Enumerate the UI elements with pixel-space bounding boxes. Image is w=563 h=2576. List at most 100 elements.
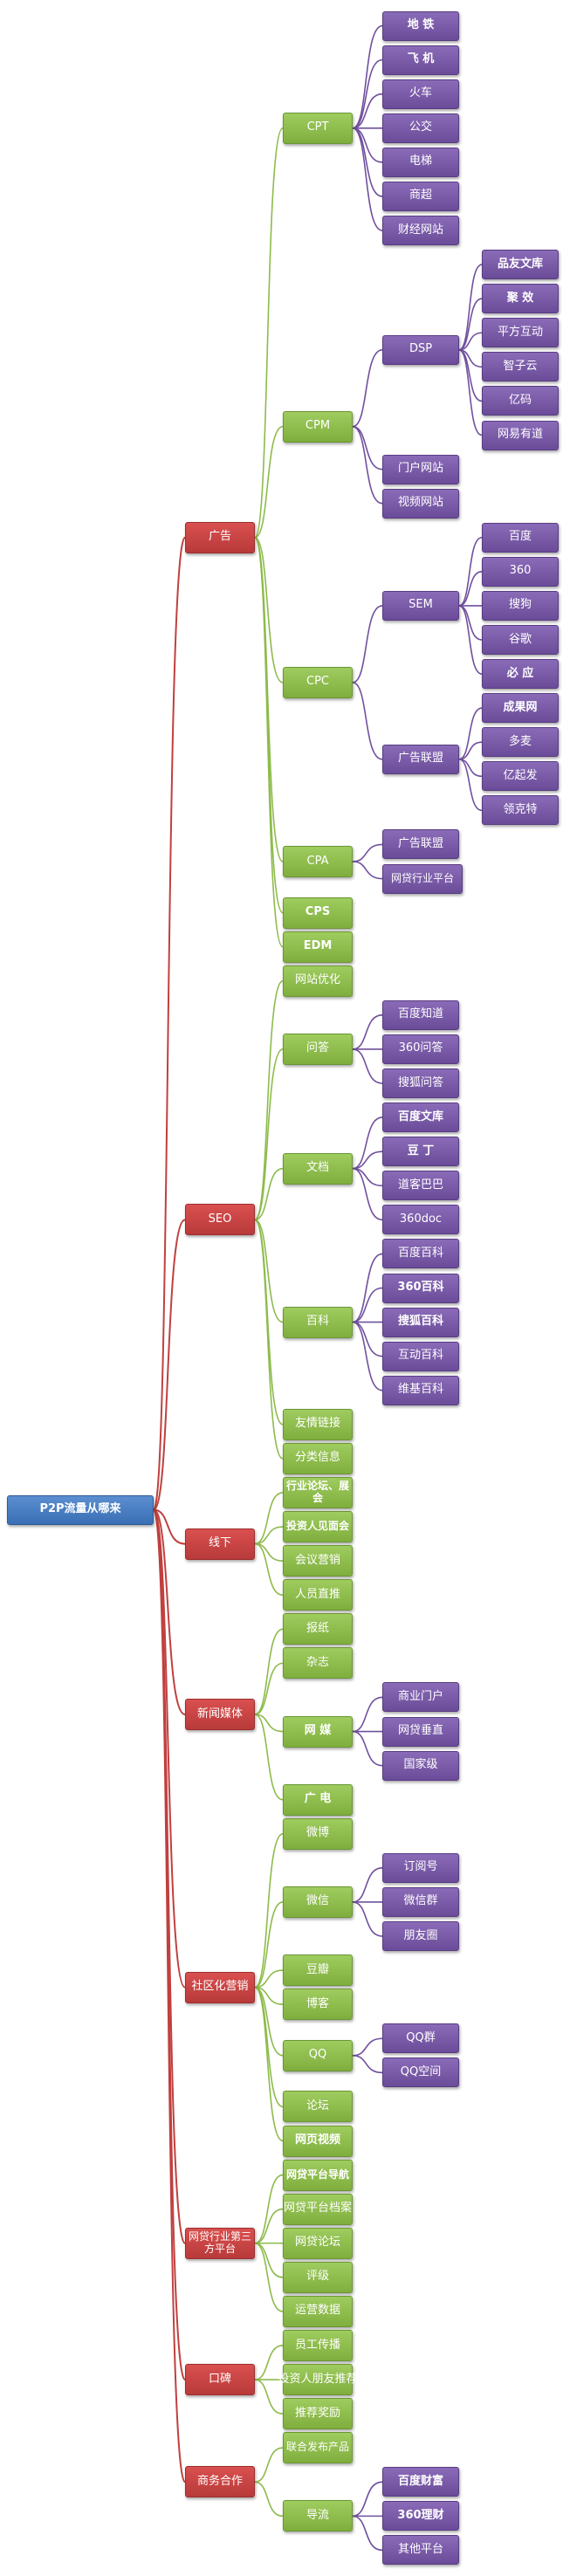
- mindmap-node-投资人朋友推荐[interactable]: 投资人朋友推荐: [278, 2364, 358, 2396]
- mindmap-node-微信群[interactable]: 微信群: [382, 1886, 459, 1917]
- connector: [352, 425, 383, 471]
- mindmap-node-网媒[interactable]: 网 媒: [283, 1715, 353, 1748]
- mindmap-node-网站优化[interactable]: 网站优化: [283, 965, 353, 997]
- mindmap-node-联合发布产品[interactable]: 联合发布产品: [283, 2432, 353, 2464]
- mindmap-node-平方互动[interactable]: 平方互动: [482, 318, 559, 348]
- mindmap-node-商务合作[interactable]: 商务合作: [185, 2466, 255, 2498]
- mindmap-node-友情链接[interactable]: 友情链接: [283, 1408, 353, 1440]
- mindmap-node-门户网站[interactable]: 门户网站: [382, 454, 459, 484]
- connector: [458, 298, 483, 351]
- mindmap-node-口碑[interactable]: 口碑: [185, 2364, 255, 2396]
- mindmap-node-360问答[interactable]: 360问答: [382, 1034, 459, 1064]
- mindmap-node-商超[interactable]: 商超: [382, 181, 459, 211]
- mindmap-node-百度百科[interactable]: 百度百科: [382, 1239, 459, 1269]
- mindmap-node-网贷行业第三方平台[interactable]: 网贷行业第三方平台: [185, 2227, 255, 2259]
- mindmap-node-网贷平台档案[interactable]: 网贷平台档案: [283, 2193, 353, 2225]
- mindmap-node-豆瓣[interactable]: 豆瓣: [283, 1954, 353, 1987]
- mindmap-node-道客巴巴[interactable]: 道客巴巴: [382, 1171, 459, 1201]
- mindmap-node-广告联盟[interactable]: 广告联盟: [382, 829, 459, 860]
- mindmap-node-公交[interactable]: 公交: [382, 113, 459, 143]
- mindmap-node-员工传播[interactable]: 员工传播: [283, 2329, 353, 2361]
- mindmap-node-聚效[interactable]: 聚 效: [482, 284, 559, 314]
- mindmap-node-网贷行业平台[interactable]: 网贷行业平台: [382, 863, 463, 894]
- mindmap-node-智子云[interactable]: 智子云: [482, 352, 559, 382]
- mindmap-node-cps[interactable]: CPS: [283, 896, 353, 929]
- mindmap-node-广告[interactable]: 广告: [185, 521, 255, 553]
- mindmap-node-品友文库[interactable]: 品友文库: [482, 250, 559, 280]
- mindmap-node-导流[interactable]: 导流: [283, 2500, 353, 2532]
- mindmap-node-qq[interactable]: QQ: [283, 2039, 353, 2071]
- mindmap-node-投资人见面会[interactable]: 投资人见面会: [283, 1511, 353, 1543]
- mindmap-node-领克特[interactable]: 领克特: [482, 795, 559, 826]
- mindmap-node-飞机[interactable]: 飞 机: [382, 45, 459, 75]
- mindmap-node-cpc[interactable]: CPC: [283, 666, 353, 698]
- mindmap-node-报纸[interactable]: 报纸: [283, 1613, 353, 1645]
- mindmap-node-seo[interactable]: SEO: [185, 1204, 255, 1236]
- mindmap-node-360百科[interactable]: 360百科: [382, 1273, 459, 1303]
- mindmap-node-网贷垂直[interactable]: 网贷垂直: [382, 1716, 459, 1747]
- mindmap-node-火车[interactable]: 火车: [382, 79, 459, 109]
- mindmap-node-分类信息[interactable]: 分类信息: [283, 1442, 353, 1474]
- mindmap-node-互动百科[interactable]: 互动百科: [382, 1341, 459, 1371]
- mindmap-node-sem[interactable]: SEM: [382, 590, 459, 621]
- mindmap-node-360doc[interactable]: 360doc: [382, 1205, 459, 1235]
- mindmap-node-会议营销[interactable]: 会议营销: [283, 1545, 353, 1577]
- mindmap-node-社区化营销[interactable]: 社区化营销: [185, 1971, 255, 2003]
- mindmap-node-360理财[interactable]: 360理财: [382, 2501, 459, 2531]
- mindmap-node-运营数据[interactable]: 运营数据: [283, 2295, 353, 2327]
- mindmap-node-微博[interactable]: 微博: [283, 1817, 353, 1850]
- mindmap-node-网贷平台导航[interactable]: 网贷平台导航: [283, 2159, 353, 2191]
- mindmap-node-订阅号[interactable]: 订阅号: [382, 1852, 459, 1883]
- mindmap-node-qq空间[interactable]: QQ空间: [382, 2057, 459, 2088]
- mindmap-node-网页视频[interactable]: 网页视频: [283, 2125, 353, 2157]
- mindmap-node-百度文库[interactable]: 百度文库: [382, 1103, 459, 1133]
- mindmap-node-朋友圈[interactable]: 朋友圈: [382, 1921, 459, 1952]
- mindmap-node-亿起发[interactable]: 亿起发: [482, 761, 559, 792]
- mindmap-node-行业论坛、展会[interactable]: 行业论坛、展会: [283, 1476, 353, 1508]
- mindmap-node-谷歌[interactable]: 谷歌: [482, 624, 559, 655]
- mindmap-node-成果网[interactable]: 成果网: [482, 693, 559, 724]
- mindmap-node-亿码[interactable]: 亿码: [482, 386, 559, 416]
- mindmap-node-其他平台[interactable]: 其他平台: [382, 2535, 459, 2566]
- mindmap-node-百科[interactable]: 百科: [283, 1306, 353, 1338]
- mindmap-node-人员直推[interactable]: 人员直推: [283, 1579, 353, 1611]
- mindmap-node-线下[interactable]: 线下: [185, 1528, 255, 1560]
- mindmap-node-电梯[interactable]: 电梯: [382, 147, 459, 177]
- mindmap-node-网贷论坛[interactable]: 网贷论坛: [283, 2227, 353, 2259]
- mindmap-node-广告联盟[interactable]: 广告联盟: [382, 744, 459, 774]
- mindmap-node-广电[interactable]: 广 电: [283, 1783, 353, 1816]
- mindmap-node-百度财富[interactable]: 百度财富: [382, 2467, 459, 2497]
- mindmap-node-搜狗[interactable]: 搜狗: [482, 590, 559, 621]
- mindmap-node-搜狐百科[interactable]: 搜狐百科: [382, 1307, 459, 1337]
- mindmap-node-豆丁[interactable]: 豆 丁: [382, 1137, 459, 1167]
- mindmap-node-多麦[interactable]: 多麦: [482, 727, 559, 758]
- mindmap-node-微信[interactable]: 微信: [283, 1886, 353, 1918]
- mindmap-node-维基百科[interactable]: 维基百科: [382, 1375, 459, 1405]
- mindmap-node-杂志[interactable]: 杂志: [283, 1647, 353, 1680]
- mindmap-node-搜狐问答[interactable]: 搜狐问答: [382, 1068, 459, 1099]
- mindmap-node-文档[interactable]: 文档: [283, 1152, 353, 1185]
- mindmap-node-cpa[interactable]: CPA: [283, 846, 353, 877]
- mindmap-node-360[interactable]: 360: [482, 556, 559, 587]
- mindmap-node-博客[interactable]: 博客: [283, 1989, 353, 2021]
- mindmap-node-视频网站[interactable]: 视频网站: [382, 488, 459, 519]
- mindmap-node-必应[interactable]: 必 应: [482, 659, 559, 690]
- mindmap-node-百度[interactable]: 百度: [482, 522, 559, 553]
- root-node[interactable]: P2P流量从哪来: [7, 1494, 154, 1525]
- mindmap-node-论坛[interactable]: 论坛: [283, 2091, 353, 2123]
- mindmap-node-dsp[interactable]: DSP: [382, 334, 459, 365]
- mindmap-node-商业门户[interactable]: 商业门户: [382, 1682, 459, 1713]
- mindmap-node-问答[interactable]: 问答: [283, 1033, 353, 1065]
- mindmap-node-百度知道[interactable]: 百度知道: [382, 999, 459, 1030]
- mindmap-node-评级[interactable]: 评级: [283, 2261, 353, 2293]
- mindmap-node-新闻媒体[interactable]: 新闻媒体: [185, 1699, 255, 1730]
- mindmap-node-地铁[interactable]: 地 铁: [382, 10, 459, 41]
- mindmap-node-cpt[interactable]: CPT: [283, 112, 353, 144]
- mindmap-node-推荐奖励[interactable]: 推荐奖励: [283, 2398, 353, 2430]
- mindmap-node-cpm[interactable]: CPM: [283, 410, 353, 443]
- mindmap-node-qq群[interactable]: QQ群: [382, 2023, 459, 2054]
- mindmap-node-财经网站[interactable]: 财经网站: [382, 216, 459, 246]
- mindmap-node-edm[interactable]: EDM: [283, 931, 353, 963]
- mindmap-node-国家级[interactable]: 国家级: [382, 1750, 459, 1781]
- mindmap-node-网易有道[interactable]: 网易有道: [482, 420, 559, 450]
